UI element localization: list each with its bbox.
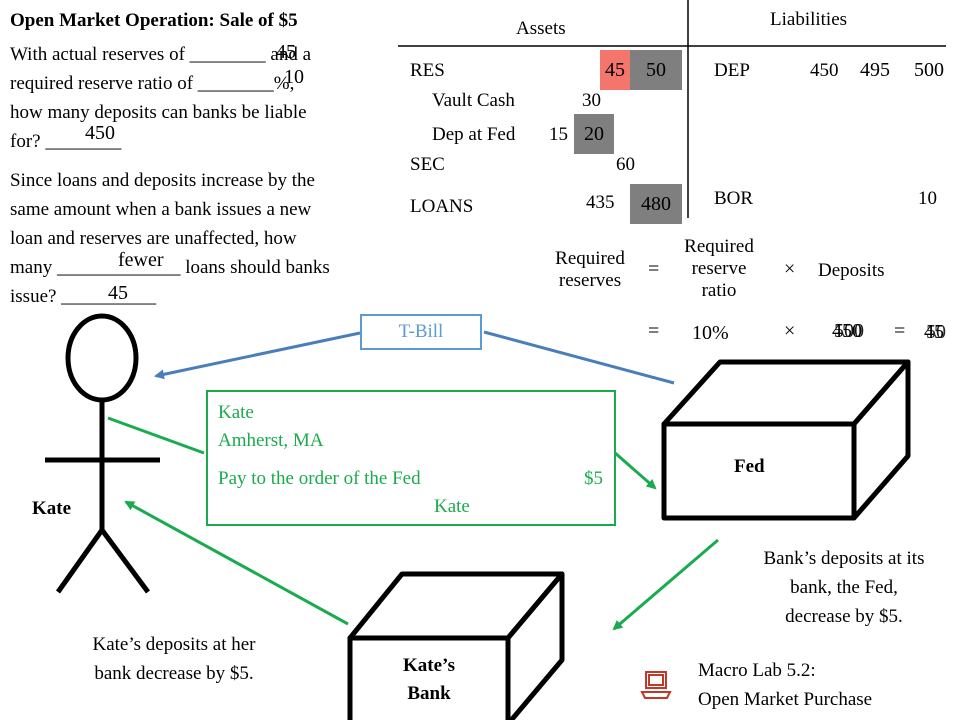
vault-cash-label: Vault Cash: [432, 90, 515, 111]
question1-line3: how many deposits can banks be liable: [10, 102, 307, 123]
macro-lab-link[interactable]: Macro Lab 5.2: Open Market Purchase: [698, 656, 872, 714]
dep-at-fed-new-value: 20: [574, 114, 614, 154]
dep-value-2: 495: [860, 59, 890, 81]
question2-line3: loan and reserves are unaffected, how: [10, 228, 297, 249]
question2-line4: many _____________ loans should banks: [10, 257, 330, 278]
fed-caption-line3: decrease by $5.: [785, 606, 903, 627]
formula-result-a: 45: [924, 321, 944, 343]
kate-caption-line2: bank decrease by $5.: [94, 663, 254, 684]
fed-caption-line2: bank, the Fed,: [790, 577, 898, 598]
formula-deposits-value-a: 450: [832, 320, 862, 342]
kates-bank-label-line2: Bank: [407, 683, 451, 704]
formula-required-reserves-line1: Required: [555, 248, 625, 269]
fed-cube: [661, 359, 911, 521]
formula-deposits-label: Deposits: [818, 260, 885, 281]
fed-arrow-to-kates-bank: [612, 538, 719, 631]
answer-fewer: fewer: [118, 249, 164, 271]
dep-label: DEP: [714, 60, 750, 81]
formula-required-reserves-line2: reserves: [558, 270, 622, 291]
question2-line5: issue? __________: [10, 286, 157, 307]
answer-ratio: 10: [284, 66, 304, 88]
sec-label: SEC: [410, 154, 445, 175]
kates-bank-cube: [347, 571, 565, 720]
check-signature: Kate: [434, 496, 470, 517]
kate-stick-figure: [45, 313, 160, 594]
formula-equals-2: =: [648, 320, 660, 342]
bank-arrow-to-kate: [124, 500, 349, 626]
question1-line4: for? ________: [10, 131, 122, 152]
kates-bank-label-line1: Kate’s: [402, 655, 456, 676]
check-pay-line: Pay to the order of the Fed: [218, 468, 421, 489]
kate-label: Kate: [32, 498, 72, 519]
dep-value-3: 500: [914, 59, 944, 81]
check-name: Kate: [218, 402, 254, 423]
tbill-arrow-to-kate: [154, 331, 361, 380]
kate-caption-line1: Kate’s deposits at her: [92, 634, 256, 655]
vault-cash-value: 30: [582, 90, 601, 111]
res-old-value: 45: [600, 50, 630, 90]
formula-times-2: ×: [784, 320, 796, 342]
answer-reserves: 45: [276, 41, 296, 63]
question1-line1: With actual reserves of ________ and a: [10, 44, 312, 65]
check-amount: $5: [584, 468, 603, 489]
loans-label: LOANS: [410, 196, 474, 217]
check-city: Amherst, MA: [218, 430, 324, 451]
assets-header: Assets: [516, 18, 566, 39]
kates-bank-label: Kate’s Bank: [350, 652, 508, 708]
formula-times-1: ×: [784, 258, 796, 280]
answer-deposits: 450: [85, 122, 115, 144]
bor-value: 10: [918, 188, 937, 209]
sec-value: 60: [616, 154, 635, 175]
computer-icon[interactable]: [640, 671, 672, 699]
dep-at-fed-label: Dep at Fed: [432, 124, 516, 145]
check: Kate Amherst, MA Pay to the order of the…: [206, 390, 616, 526]
check-arrow-to-fed: [613, 450, 657, 490]
page-title: Open Market Operation: Sale of $5: [10, 10, 298, 31]
fed-caption: Bank’s deposits at its bank, the Fed, de…: [734, 544, 954, 631]
fed-caption-line1: Bank’s deposits at its: [763, 548, 925, 569]
loans-new-value: 480: [630, 184, 682, 224]
macro-lab-line1: Macro Lab 5.2:: [698, 660, 816, 681]
formula-required-reserves: Required reserves: [544, 248, 636, 292]
fed-label: Fed: [734, 456, 765, 477]
formula-ratio-line1: Required: [684, 236, 754, 257]
formula-equals-3: =: [894, 320, 906, 342]
bor-label: BOR: [714, 188, 754, 209]
liabilities-header: Liabilities: [770, 9, 848, 30]
res-label: RES: [410, 60, 445, 81]
kate-caption: Kate’s deposits at her bank decrease by …: [56, 630, 292, 688]
formula-ratio-line2: reserve: [691, 258, 747, 279]
dep-at-fed-old-value: 15: [549, 124, 568, 145]
tbill-label: T-Bill: [360, 314, 482, 350]
dep-value-1: 450: [810, 60, 839, 81]
formula-equals-1: =: [648, 258, 660, 280]
formula-ratio: Required reserve ratio: [672, 236, 766, 302]
macro-lab-line2: Open Market Purchase: [698, 689, 873, 710]
formula-deposits-value-b: 500: [834, 320, 864, 342]
formula-result-b: 50: [926, 321, 946, 343]
tbill-line-from-fed: [483, 330, 675, 385]
answer-amount: 45: [108, 282, 128, 304]
res-new-value: 50: [630, 50, 682, 90]
question2-line2: same amount when a bank issues a new: [10, 199, 312, 220]
question2-line1: Since loans and deposits increase by the: [10, 170, 315, 191]
question1-line2: required reserve ratio of ________%,: [10, 73, 295, 94]
formula-ratio-line3: ratio: [701, 280, 737, 301]
check-line-from-kate: [107, 416, 205, 455]
loans-old-value: 435: [586, 192, 615, 213]
formula-ratio-value: 10%: [692, 322, 729, 344]
